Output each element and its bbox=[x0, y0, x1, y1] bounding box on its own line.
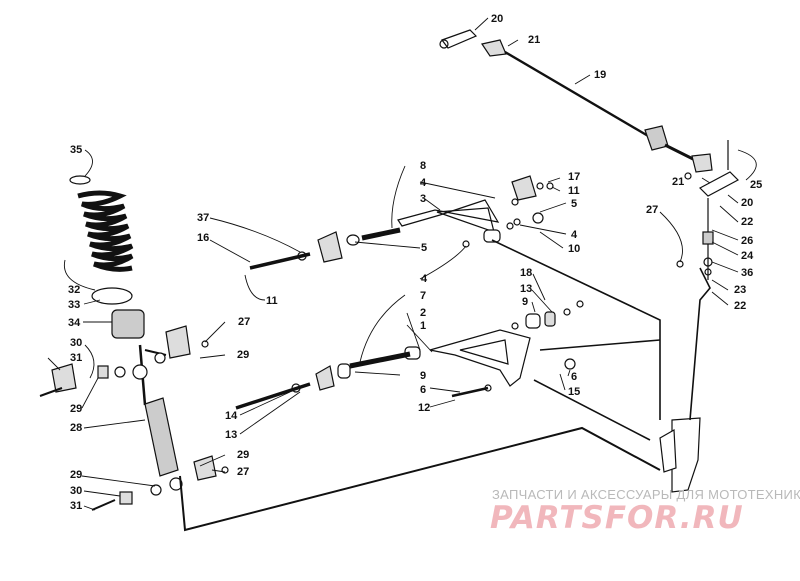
part-label-30: 30 bbox=[70, 485, 83, 497]
part-label-27: 27 bbox=[646, 204, 659, 216]
steering-rod bbox=[439, 29, 713, 173]
part-label-3: 3 bbox=[420, 193, 427, 205]
part-label-7: 7 bbox=[420, 290, 427, 302]
part-label-4: 4 bbox=[421, 273, 428, 285]
watermark-brand: PARTSFOR.RU bbox=[490, 500, 744, 536]
part-label-25: 25 bbox=[750, 179, 763, 191]
spindle-arm-assembly bbox=[676, 140, 739, 280]
part-label-36: 36 bbox=[741, 267, 754, 279]
part-label-5: 5 bbox=[421, 242, 428, 254]
leader-lines bbox=[47, 17, 757, 511]
part-label-32: 32 bbox=[68, 284, 81, 296]
part-label-20: 20 bbox=[741, 197, 754, 209]
part-label-27: 27 bbox=[238, 316, 251, 328]
part-label-23: 23 bbox=[734, 284, 747, 296]
part-label-11: 11 bbox=[266, 295, 278, 307]
part-label-6: 6 bbox=[571, 371, 578, 383]
part-label-21: 21 bbox=[672, 176, 685, 188]
part-label-9: 9 bbox=[522, 296, 529, 308]
part-label-22: 22 bbox=[734, 300, 747, 312]
upper-a-arm bbox=[249, 175, 554, 270]
part-label-8: 8 bbox=[420, 160, 427, 172]
part-label-16: 16 bbox=[197, 232, 210, 244]
part-label-19: 19 bbox=[594, 69, 607, 81]
reference-lines bbox=[179, 239, 711, 532]
lower-a-arm bbox=[235, 300, 584, 410]
part-label-18: 18 bbox=[520, 267, 533, 279]
part-label-1: 1 bbox=[420, 320, 427, 332]
part-label-29: 29 bbox=[237, 449, 250, 461]
part-label-35: 35 bbox=[70, 144, 83, 156]
part-label-34: 34 bbox=[68, 317, 81, 329]
part-label-22: 22 bbox=[741, 216, 754, 228]
part-label-10: 10 bbox=[568, 243, 581, 255]
part-label-29: 29 bbox=[237, 349, 250, 361]
part-label-9: 9 bbox=[420, 370, 427, 382]
part-label-28: 28 bbox=[70, 422, 83, 434]
part-label-21: 21 bbox=[528, 34, 541, 46]
part-label-30: 30 bbox=[70, 337, 83, 349]
part-label-6: 6 bbox=[420, 384, 427, 396]
shock-absorber bbox=[39, 325, 229, 511]
part-label-17: 17 bbox=[568, 171, 581, 183]
part-label-29: 29 bbox=[70, 403, 83, 415]
part-label-27: 27 bbox=[237, 466, 250, 478]
part-label-24: 24 bbox=[741, 250, 754, 262]
part-label-14: 14 bbox=[225, 410, 238, 422]
part-label-11: 11 bbox=[568, 185, 580, 197]
part-label-13: 13 bbox=[225, 429, 238, 441]
part-label-15: 15 bbox=[568, 386, 581, 398]
part-label-4: 4 bbox=[420, 177, 427, 189]
part-label-2: 2 bbox=[420, 307, 427, 319]
watermark-subtitle: ЗАПЧАСТИ И АКСЕССУАРЫ ДЛЯ МОТОТЕХНИКИ bbox=[492, 487, 800, 502]
part-label-5: 5 bbox=[571, 198, 578, 210]
part-label-12: 12 bbox=[418, 402, 431, 414]
spindle bbox=[659, 417, 701, 493]
part-label-29: 29 bbox=[70, 469, 83, 481]
coil-spring bbox=[69, 175, 145, 339]
part-label-13: 13 bbox=[520, 283, 533, 295]
part-label-4: 4 bbox=[571, 229, 578, 241]
part-label-31: 31 bbox=[70, 352, 83, 364]
part-label-31: 31 bbox=[70, 500, 83, 512]
part-label-20: 20 bbox=[491, 13, 504, 25]
part-label-33: 33 bbox=[68, 299, 81, 311]
part-label-26: 26 bbox=[741, 235, 754, 247]
part-label-37: 37 bbox=[197, 212, 210, 224]
